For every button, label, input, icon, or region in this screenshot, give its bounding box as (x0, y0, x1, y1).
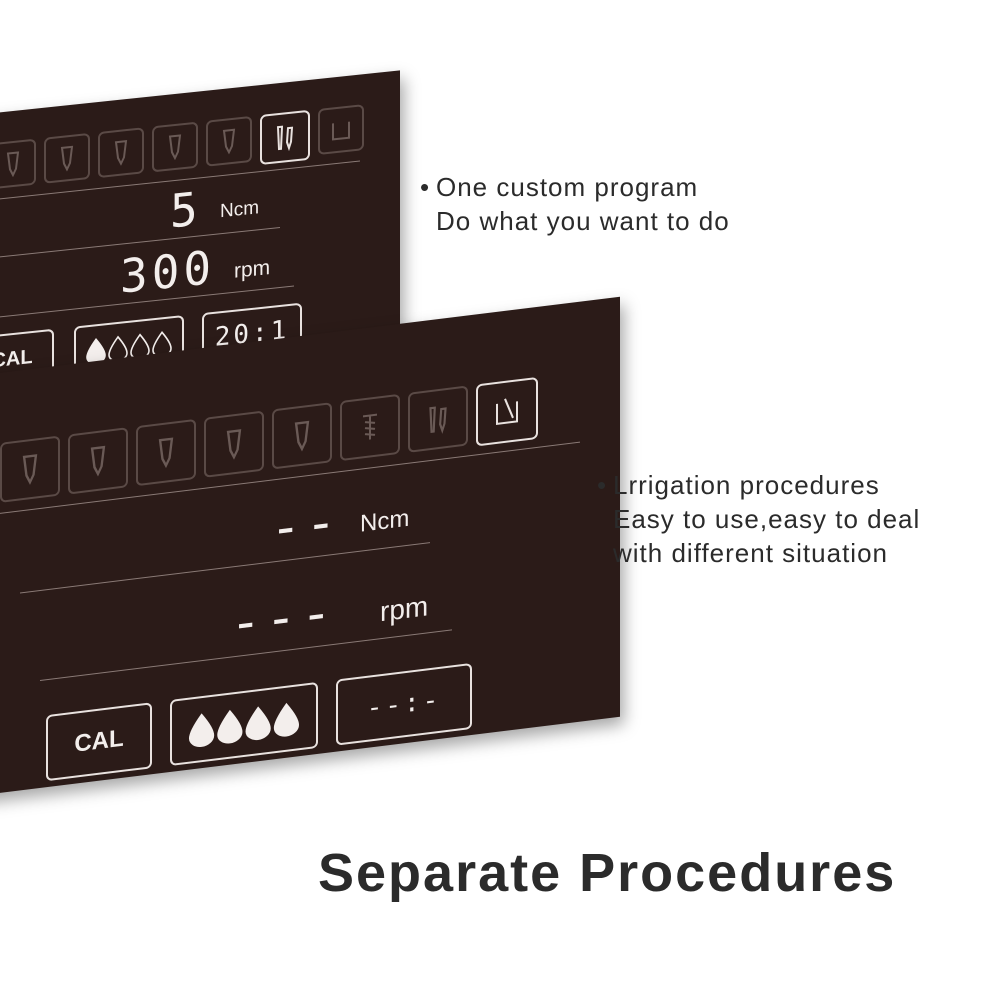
implant-icon[interactable] (44, 132, 90, 184)
bullet: • (420, 172, 431, 202)
speed-readout: --- (230, 581, 336, 655)
feature-irrigation: • Lrrigation procedures Easy to use,easy… (597, 468, 920, 570)
speed-readout: 300 (120, 239, 216, 304)
beaker-icon[interactable] (318, 104, 364, 155)
feature-description: Easy to use,easy to deal (613, 504, 921, 534)
drop-filled-icon (245, 706, 271, 741)
beaker-icon[interactable] (476, 376, 538, 447)
drop-filled-icon (217, 709, 243, 744)
divider (20, 542, 430, 594)
bullet: • (597, 470, 608, 500)
headline: Separate Procedures (318, 843, 897, 903)
handpiece-icon[interactable] (260, 109, 310, 166)
speed-unit: rpm (380, 590, 429, 628)
feature-title: Lrrigation procedures (613, 470, 880, 500)
implant-icon[interactable] (98, 127, 144, 179)
irrigation-drops (188, 702, 300, 748)
mode-icon-row (0, 376, 538, 505)
implant-icon[interactable] (204, 410, 264, 478)
implant-icon[interactable] (136, 418, 196, 487)
cal-button[interactable]: CAL (46, 702, 152, 782)
implant-icon[interactable] (0, 138, 36, 190)
handpiece-icon[interactable] (408, 385, 468, 453)
implant-icon[interactable] (152, 121, 198, 173)
feature-custom-program: • One custom program Do what you want to… (420, 170, 730, 238)
feature-description: with different situation (613, 538, 888, 568)
torque-readout: 5 (170, 181, 202, 239)
screw-icon[interactable] (340, 393, 400, 462)
mode-icon-row (0, 104, 364, 193)
gear-ratio-button[interactable]: --:- (336, 662, 472, 746)
irrigation-level-button[interactable] (170, 681, 318, 767)
implant-icon[interactable] (68, 427, 128, 495)
drop-filled-icon (188, 713, 215, 748)
drop-filled-icon (273, 702, 300, 737)
speed-unit: rpm (234, 255, 271, 283)
implant-icon[interactable] (206, 115, 252, 167)
feature-title: One custom program (436, 172, 699, 202)
irrigation-program-display: -- Ncm --- rpm CAL --:- (0, 296, 620, 815)
implant-icon[interactable] (272, 402, 332, 470)
feature-description: Do what you want to do (436, 206, 730, 236)
torque-unit: Ncm (360, 504, 410, 538)
implant-icon[interactable] (0, 435, 60, 503)
torque-unit: Ncm (220, 197, 260, 223)
torque-readout: -- (270, 491, 341, 560)
